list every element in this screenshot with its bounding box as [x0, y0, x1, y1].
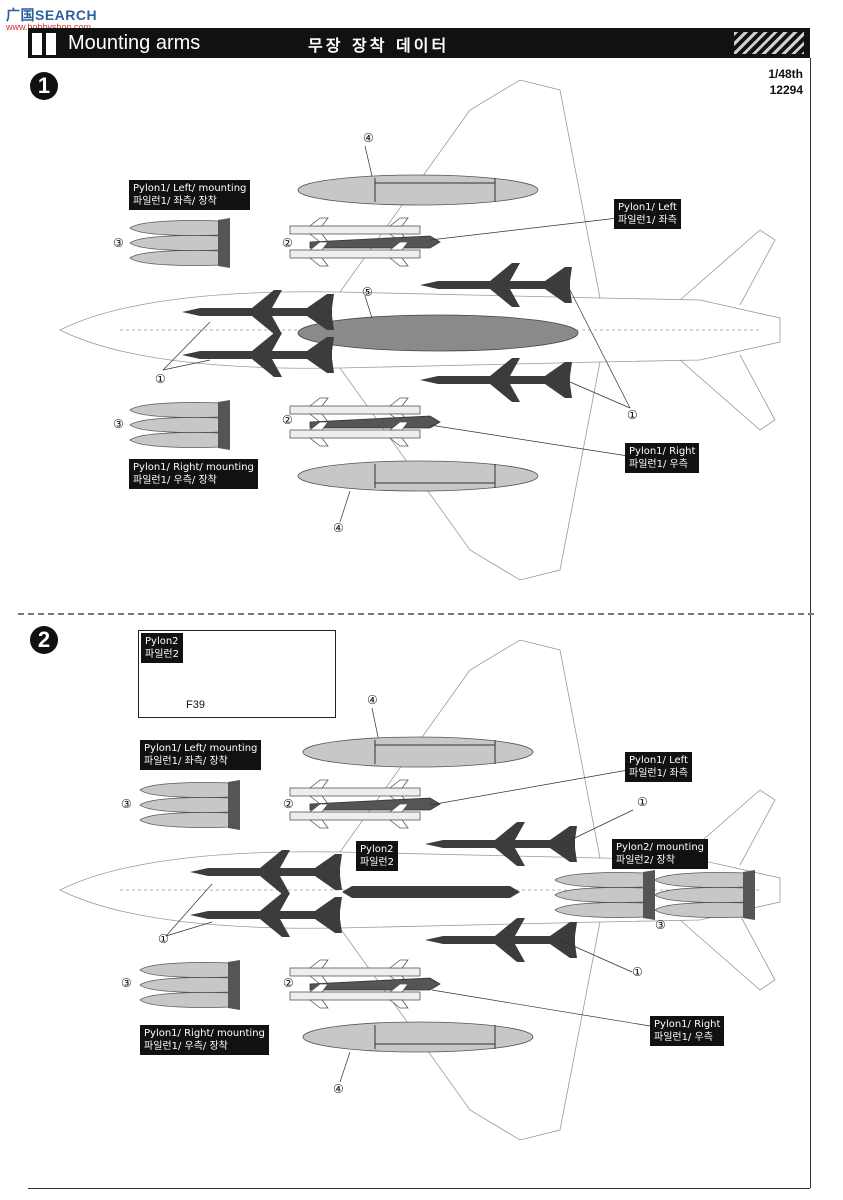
- step1-callout-4-bottom: ④: [333, 521, 344, 535]
- step2-callout-1-top-right: ①: [637, 795, 648, 809]
- step1-callout-2-bottom: ②: [282, 413, 293, 427]
- step2-callout-4-top: ④: [367, 693, 378, 707]
- step1-callout-3-top: ③: [113, 236, 124, 250]
- step2-callout-2-top: ②: [283, 797, 294, 811]
- watermark-logo: 广国SEARCH: [6, 7, 98, 23]
- step-1-badge: 1: [30, 72, 58, 100]
- step2-callout-3-right: ③: [655, 918, 666, 932]
- step1-callout-1-right: ①: [627, 408, 638, 422]
- step2-callout-2-bottom: ②: [283, 976, 294, 990]
- part-number-f39: F39: [186, 699, 205, 711]
- step2-callout-1-bottom-right: ①: [632, 965, 643, 979]
- step2-callout-4-bottom: ④: [333, 1082, 344, 1096]
- watermark-url: www.hobbyshop.com: [6, 22, 92, 32]
- step1-callout-4-top: ④: [363, 131, 374, 145]
- step-divider: [18, 613, 814, 615]
- scale-info: 1/48th 12294: [768, 66, 803, 98]
- step2-callout-1-left: ①: [158, 932, 169, 946]
- scale-ratio: 1/48th: [768, 67, 803, 81]
- step-2-badge: 2: [30, 626, 58, 654]
- header-stripes-icon: [734, 32, 804, 54]
- section-title-en: Mounting arms: [68, 32, 201, 54]
- kit-number: 12294: [769, 83, 803, 97]
- step1-callout-5: ⑤: [362, 285, 373, 299]
- section-marker-icon: [32, 33, 58, 55]
- step1-callout-1-left: ①: [155, 372, 166, 386]
- page-frame-bottom: [28, 1188, 810, 1189]
- page-frame-right: [810, 58, 811, 1188]
- step1-callout-3-bottom: ③: [113, 417, 124, 431]
- step2-callout-3-top: ③: [121, 797, 132, 811]
- section-header: Mounting arms 무장 장착 데이터: [28, 28, 810, 58]
- step2-callout-3-bottom: ③: [121, 976, 132, 990]
- step1-callout-2-top: ②: [282, 236, 293, 250]
- section-title-ko: 무장 장착 데이터: [308, 36, 450, 55]
